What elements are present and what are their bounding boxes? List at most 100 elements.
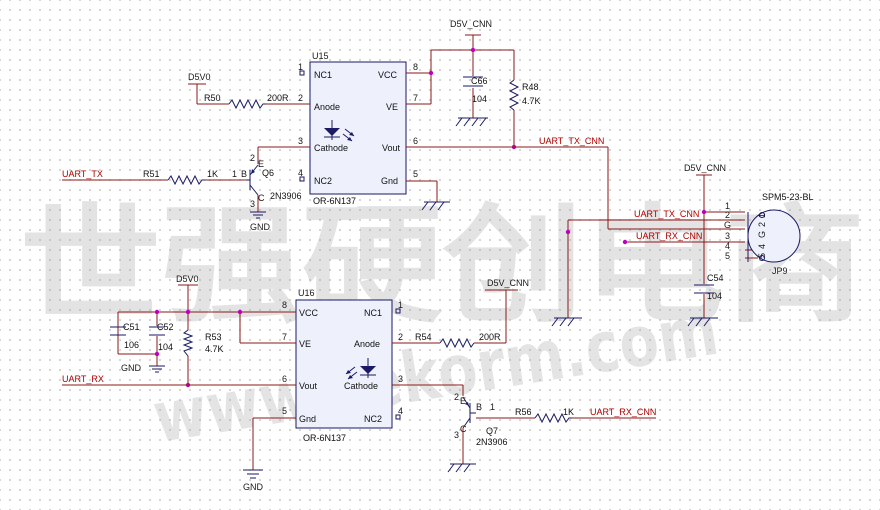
jp9-inner-1: 1: [757, 213, 767, 218]
c51-capacitor: [110, 326, 126, 336]
jp9-pin-1: 1: [725, 201, 730, 211]
u15-pin-nc2: NC2: [314, 176, 332, 186]
u15-pin-nc1: NC1: [314, 70, 332, 80]
jp9-pin-5: 5: [725, 251, 730, 261]
r53-value: 4.7K: [205, 344, 224, 354]
caps-ground-icon: [149, 365, 165, 373]
r54-resistor: [439, 337, 475, 349]
u16-ref: U16: [298, 288, 315, 298]
u16-pin-vout: Vout: [299, 381, 318, 391]
u16-body: [295, 299, 393, 429]
u16-pin-num-6: 6: [282, 374, 287, 384]
jp9-inner-5: 5: [757, 253, 767, 258]
u15-nc2-marker: [299, 176, 305, 182]
junction-jp9-gnd: [565, 229, 571, 235]
r56-ref: R56: [515, 407, 532, 417]
u15-gnd-wiring: [406, 180, 438, 202]
u16-pin-cathode: Cathode: [344, 381, 378, 391]
u16-pin-nc2: NC2: [364, 414, 382, 424]
u16-pin-num-8: 8: [282, 300, 287, 310]
u15-ground-icon: [421, 201, 450, 211]
r51-resistor: [167, 174, 205, 186]
u15-pin-num-2: 2: [298, 93, 303, 103]
u16-pin-num-3: 3: [398, 374, 403, 384]
u16-nc1-marker: [395, 308, 401, 314]
u15-pin-num-3: 3: [298, 136, 303, 146]
r50-wiring: [188, 83, 310, 105]
r51-ref: R51: [143, 169, 160, 179]
u15-pin-vcc: VCC: [378, 70, 398, 80]
r51-value: 1K: [207, 169, 218, 179]
q6-b-label: B: [241, 169, 247, 179]
r50-resistor: [228, 98, 266, 110]
q7-emitter-wiring: [392, 384, 464, 396]
c66-ref: C66: [471, 76, 488, 86]
net-d5v0-bottom: D5V0: [176, 274, 199, 284]
q6-b-pin: 1: [232, 169, 237, 179]
c51-value: 106: [124, 340, 139, 350]
u15-pin-num-8: 8: [413, 62, 418, 72]
jp9-pin-4: 4: [725, 241, 730, 251]
r54-value: 200R: [479, 332, 501, 342]
q6-c-pin: 3: [250, 199, 255, 209]
c66-value: 104: [472, 94, 487, 104]
jp9-pin-2: 2: [725, 210, 730, 220]
jp9-inner-4: 4: [757, 244, 767, 249]
q6-ground-icon: [250, 211, 266, 219]
u15-led-icon: [324, 120, 355, 142]
r56-resistor: [534, 412, 572, 424]
jp9-inner-g: G: [757, 231, 767, 238]
r48-resistor: [508, 79, 520, 111]
c51-ref: C51: [123, 322, 140, 332]
u15-pin-anode: Anode: [314, 102, 340, 112]
net-d5v-cnn-u15: D5V_CNN: [450, 19, 492, 29]
r53-ref: R53: [205, 332, 222, 342]
q6-ref: Q6: [262, 168, 274, 178]
u16-nc2-marker: [395, 414, 401, 420]
c52-ref: C52: [157, 322, 174, 332]
jp9-part: SPM5-23-BL: [762, 192, 814, 202]
junction-jp9-rx: [622, 239, 628, 245]
net-d5v-cnn-jp9: D5V_CNN: [684, 163, 726, 173]
c54-ground-icon: [687, 317, 718, 327]
u15-pin-num-1: 1: [298, 62, 303, 72]
u16-pin-num-7: 7: [282, 332, 287, 342]
u16-ground-icon: [243, 469, 263, 479]
jp9-connector-body: [747, 209, 801, 263]
u16-part: OR-6N137: [303, 433, 346, 443]
jp9-pin-3: 3: [725, 231, 730, 241]
q7-part: 2N3906: [476, 437, 508, 447]
c66-ground-icon: [455, 117, 488, 127]
q7-c-label: C: [460, 424, 467, 434]
junction-caps-bottom: [154, 351, 160, 357]
net-uart-tx-cnn-out: UART_TX_CNN: [539, 136, 604, 146]
c54-value: 104: [707, 291, 722, 301]
jp9-ref: JP9: [772, 266, 788, 276]
u16-pin-num-5: 5: [282, 406, 287, 416]
q6-c-label: C: [258, 193, 265, 203]
c66-capacitor: [463, 76, 483, 87]
watermark-chinese: 世强硬创电商: [20, 192, 865, 341]
r50-value: 200R: [267, 93, 289, 103]
c52-capacitor: [149, 326, 165, 336]
u15-part: OR-6N137: [313, 196, 356, 206]
q6-e-label: E: [258, 159, 264, 169]
u16-pin-gnd: Gnd: [299, 414, 316, 424]
u15-pin-gnd: Gnd: [381, 176, 398, 186]
q7-b-pin: 1: [490, 402, 495, 412]
junction-caps-top: [154, 309, 160, 315]
net-uart-rx-cnn-in: UART_RX_CNN: [590, 407, 656, 417]
caps-gnd-label: GND: [121, 363, 142, 373]
c54-ref: C54: [707, 273, 724, 283]
r48-value: 4.7K: [522, 96, 541, 106]
u16-pin-num-1: 1: [398, 300, 403, 310]
jp9-ground-icon: [551, 317, 582, 327]
u16-gnd-wiring: [252, 417, 296, 470]
u15-pin-vout: Vout: [382, 143, 401, 153]
r54-ref: R54: [415, 332, 432, 342]
jp9-pin-g: G: [724, 220, 731, 230]
q6-part: 2N3906: [270, 191, 302, 201]
u16-pin-ve: VE: [299, 339, 311, 349]
u16-pin-nc1: NC1: [364, 308, 382, 318]
u15-ref: U15: [312, 51, 329, 61]
